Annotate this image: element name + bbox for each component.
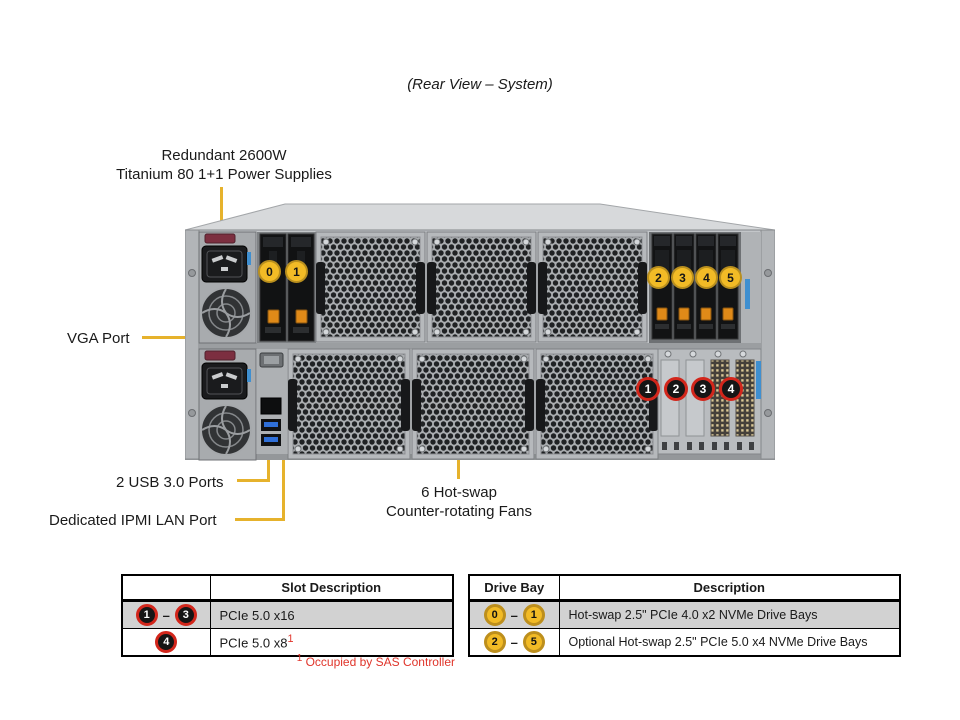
usb-callout-line-h	[237, 479, 270, 482]
slot-table-header: Slot Description	[209, 574, 454, 602]
drive-bay-table: Drive Bay Description 0 – 1 Hot-swap 2.5…	[468, 574, 901, 657]
ipmi-callout-line-v	[282, 419, 285, 521]
slot-desc-1-3: PCIe 5.0 x16	[209, 600, 454, 629]
drive-bay-badge-3: 3	[671, 266, 694, 289]
psu-callout-line2: Titanium 80 1+1 Power Supplies	[116, 166, 332, 183]
page-title: (Rear View – System)	[407, 76, 553, 93]
fans-callout-line1: 6 Hot-swap	[421, 484, 497, 501]
bay-desc-2-5: Optional Hot-swap 2.5" PCIe 5.0 x4 NVMe …	[558, 628, 901, 657]
pcie-slot-badge-1: 1	[636, 377, 660, 401]
usb-callout-line-v	[267, 449, 270, 482]
fan-modules-bottom	[287, 348, 659, 460]
range-dash: –	[162, 607, 170, 623]
footnote-marker: 1	[296, 653, 303, 664]
drive-bay-badge-0: 0	[258, 260, 281, 283]
usb-callout-label: 2 USB 3.0 Ports	[116, 474, 224, 491]
bay-badge-0: 0	[483, 604, 506, 626]
bay-badge-2: 2	[483, 631, 506, 653]
table-row: 1 – 3 PCIe 5.0 x16	[121, 600, 454, 629]
psu-callout-line1: Redundant 2600W	[161, 147, 287, 164]
slot-desc-4-text: PCIe 5.0 x8	[219, 635, 288, 651]
ipmi-callout-line-h	[235, 518, 285, 521]
table-row: 0 – 1 Hot-swap 2.5" PCIe 4.0 x2 NVMe Dri…	[468, 600, 901, 629]
drive-bay-badge-5: 5	[719, 266, 742, 289]
table-row: 4 PCIe 5.0 x81	[121, 628, 454, 657]
nvme-bays-0-1	[257, 232, 316, 343]
slot-table-header-empty	[121, 574, 211, 602]
slot-desc-4-footnote-marker: 1	[287, 633, 294, 646]
ipmi-callout-label: Dedicated IPMI LAN Port	[49, 512, 217, 529]
bay-badge-5: 5	[522, 631, 545, 653]
slot-desc-4: PCIe 5.0 x81	[209, 628, 454, 657]
vga-callout-label: VGA Port	[67, 330, 130, 347]
drive-bay-table-header-desc: Description	[558, 574, 901, 602]
psu-callout-label: Redundant 2600W Titanium 80 1+1 Power Su…	[85, 146, 363, 184]
io-ports-column	[257, 349, 287, 454]
power-supply-bottom	[198, 348, 257, 461]
server-rear-illustration	[185, 203, 775, 461]
ipmi-lan-port	[260, 397, 282, 415]
slot-badge-1: 1	[135, 604, 158, 626]
footnote: 1 Occupied by SAS Controller	[121, 653, 455, 669]
drive-bay-badge-4: 4	[695, 266, 718, 289]
slot-badge-4: 4	[155, 631, 178, 653]
table-row: 2 – 5 Optional Hot-swap 2.5" PCIe 5.0 x4…	[468, 628, 901, 657]
fan-modules-top	[315, 231, 648, 343]
pcie-slot-badge-2: 2	[664, 377, 688, 401]
range-dash: –	[510, 607, 518, 623]
drive-bay-badge-2: 2	[647, 266, 670, 289]
pcie-slot-area	[657, 348, 762, 455]
slot-badge-3: 3	[174, 604, 197, 626]
drive-bay-badge-1: 1	[285, 260, 308, 283]
pcie-slot-badge-3: 3	[691, 377, 715, 401]
bay-desc-0-1: Hot-swap 2.5" PCIe 4.0 x2 NVMe Drive Bay…	[558, 600, 901, 629]
slot-description-table: Slot Description 1 – 3 PCIe 5.0 x16 4	[121, 574, 454, 657]
drive-bay-table-header-bay: Drive Bay	[468, 574, 560, 602]
usb-ports	[261, 419, 281, 446]
pcie-slot-badge-4: 4	[719, 377, 743, 401]
vga-port	[259, 352, 284, 368]
psu-callout-line	[220, 187, 223, 243]
fans-callout-label: 6 Hot-swap Counter-rotating Fans	[339, 483, 579, 521]
range-dash: –	[510, 634, 518, 650]
bay-badge-1: 1	[522, 604, 545, 626]
fans-callout-line2: Counter-rotating Fans	[386, 503, 532, 520]
footnote-text: Occupied by SAS Controller	[302, 655, 455, 669]
power-supply-top	[198, 231, 257, 344]
